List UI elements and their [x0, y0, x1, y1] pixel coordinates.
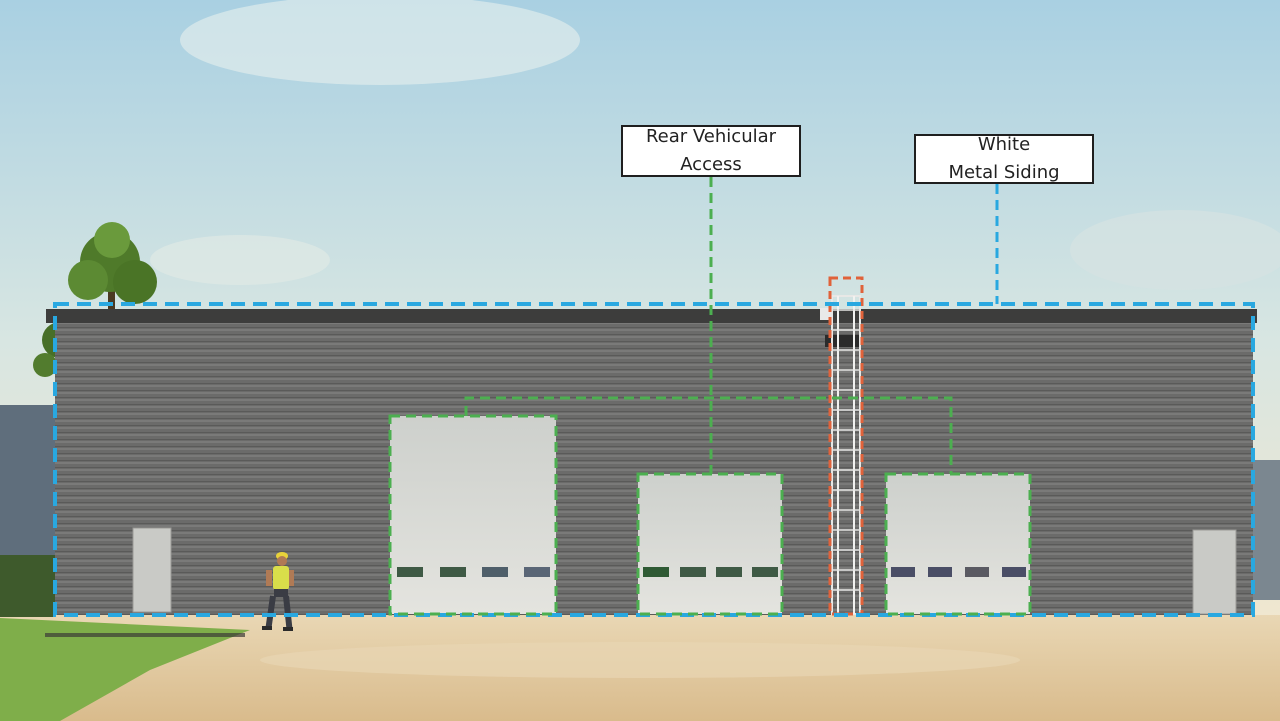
- access-connector-line: [464, 396, 953, 474]
- worker-icon: [262, 552, 294, 631]
- cloud: [150, 235, 330, 285]
- personnel-door-left: [132, 527, 172, 613]
- overhead-door-2: [638, 474, 782, 614]
- callout-access-line-2: Access: [680, 154, 742, 175]
- callout-access-line-1: Rear Vehicular: [645, 126, 777, 147]
- door-1-highlight-outline: [388, 414, 558, 616]
- callout-siding-line-1: White: [977, 134, 1031, 155]
- siding-highlight-outline: [53, 302, 1255, 617]
- roof-vent: [825, 335, 859, 347]
- callout-siding-line-2: Metal Siding: [948, 162, 1060, 183]
- overhead-door-1: [390, 416, 556, 614]
- roof-parapet: [46, 309, 1257, 323]
- personnel-door-right: [1192, 529, 1237, 615]
- ground-shadow: [45, 633, 245, 637]
- cloud: [180, 0, 580, 85]
- neighbor-building-left: [0, 405, 55, 555]
- neighbor-building-right: [1252, 460, 1280, 600]
- overhead-door-3: [886, 474, 1030, 614]
- callout-white-metal-siding: White Metal Siding: [914, 134, 1094, 184]
- door-3-highlight-outline: [884, 472, 1032, 616]
- grass: [0, 618, 250, 721]
- cloud: [1070, 210, 1280, 290]
- hedge: [0, 555, 55, 617]
- puddle: [260, 642, 1020, 678]
- callout-rear-vehicular-access: Rear Vehicular Access: [621, 125, 801, 177]
